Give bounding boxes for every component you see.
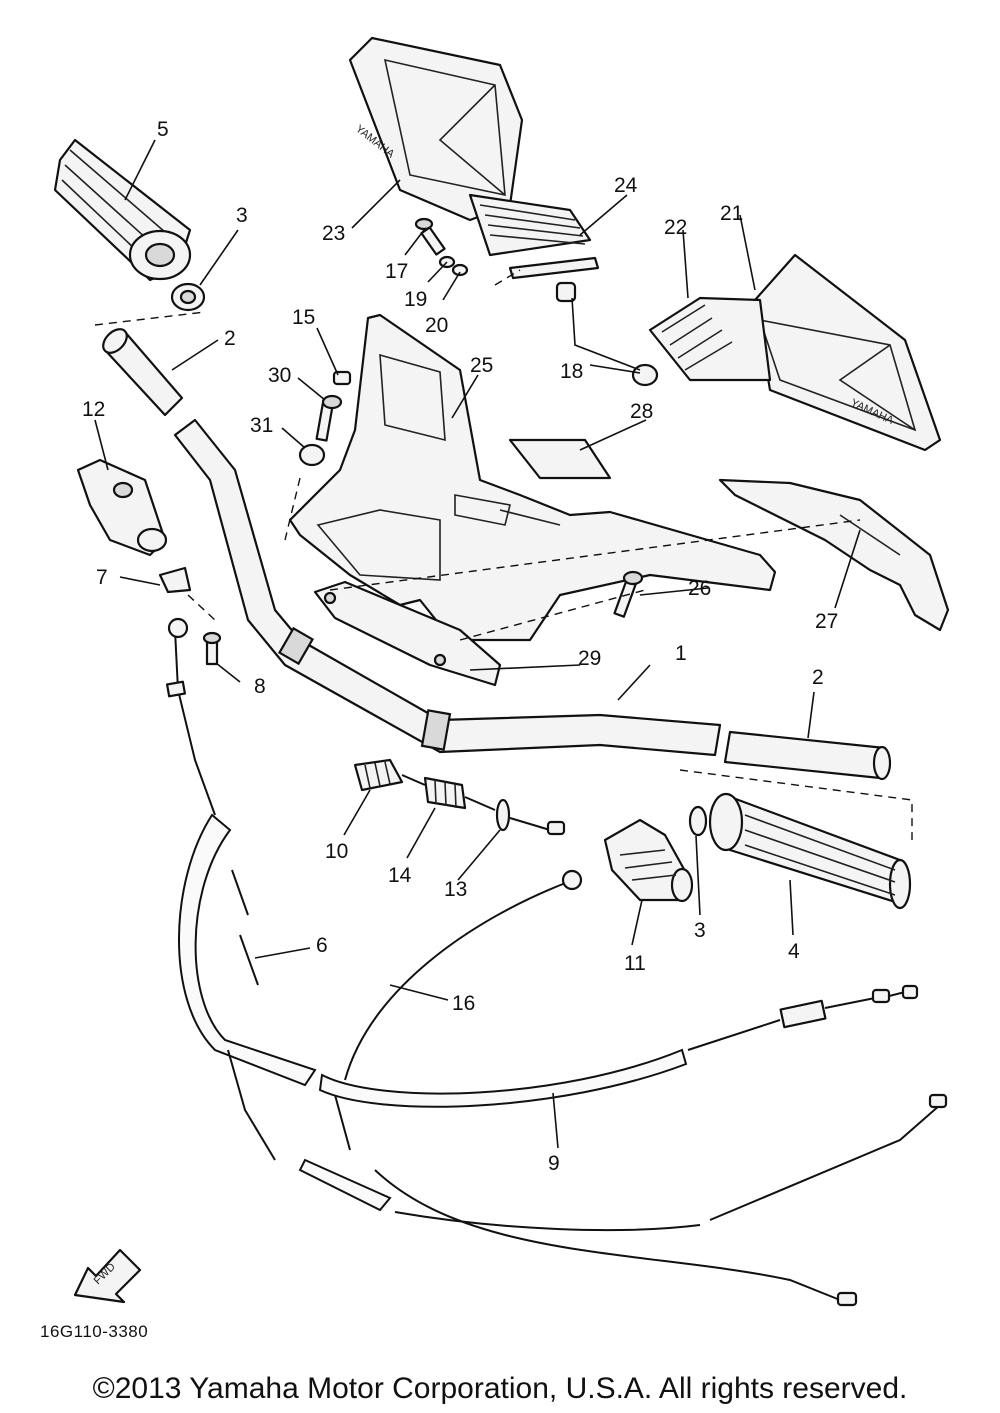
mirror-boot-part-22 bbox=[648, 296, 772, 382]
screw-part-8 bbox=[202, 631, 222, 666]
callout-numbers: 5 3 2 12 7 8 1 2 3 4 11 6 10 14 13 16 9 … bbox=[82, 118, 838, 1175]
callout-24: 24 bbox=[614, 174, 638, 197]
callout-30: 30 bbox=[268, 364, 291, 387]
cable-part-16 bbox=[334, 869, 583, 1151]
callout-20: 20 bbox=[425, 314, 448, 337]
bolt-part-30 bbox=[315, 394, 343, 442]
assembly-line-1 bbox=[284, 477, 301, 541]
throttle-tube-part-2-left bbox=[102, 328, 184, 417]
callout-25: 25 bbox=[470, 354, 493, 377]
lower-cable-assembly bbox=[227, 1049, 948, 1307]
copyright-notice: ©2013 Yamaha Motor Corporation, U.S.A. A… bbox=[92, 1372, 908, 1405]
callout-8: 8 bbox=[254, 675, 266, 698]
callout-11: 11 bbox=[624, 952, 646, 975]
grip-assembly-bracket-left bbox=[94, 311, 206, 326]
handlebar-cover-part-25 bbox=[288, 313, 777, 642]
callout-2-left: 2 bbox=[224, 327, 236, 350]
assembly-line-2 bbox=[329, 519, 861, 591]
cable-clamp-part-7 bbox=[158, 566, 192, 594]
collar-part-3-right bbox=[688, 805, 708, 837]
grip-part-5 bbox=[53, 138, 192, 282]
callout-17: 17 bbox=[385, 260, 408, 283]
seal-part-24 bbox=[508, 256, 600, 280]
callout-26: 26 bbox=[688, 577, 711, 600]
adjuster-nut-part-14 bbox=[423, 776, 496, 811]
callout-3-lower: 3 bbox=[694, 919, 706, 942]
callout-19: 19 bbox=[404, 288, 427, 311]
bracket-part-29 bbox=[313, 580, 502, 687]
callout-4: 4 bbox=[788, 940, 800, 963]
callout-29: 29 bbox=[578, 647, 601, 670]
emblem-part-28 bbox=[508, 438, 612, 480]
handlebar-part-1 bbox=[173, 418, 722, 757]
callout-27: 27 bbox=[815, 610, 838, 633]
collar-hole bbox=[179, 289, 197, 305]
clamp-screw-line bbox=[187, 594, 216, 621]
bolt-part-17 bbox=[414, 217, 446, 256]
callout-7: 7 bbox=[96, 566, 108, 589]
callout-2-right: 2 bbox=[812, 666, 824, 689]
callout-3-upper: 3 bbox=[236, 204, 248, 227]
parts-diagram: YAMAHA YAMAHA bbox=[53, 36, 950, 1307]
callout-14: 14 bbox=[388, 864, 412, 887]
washer-part-20 bbox=[451, 263, 469, 277]
grip-part-4 bbox=[708, 792, 912, 910]
assembly-line-3 bbox=[459, 589, 646, 641]
forward-direction-arrow: FWD bbox=[73, 1248, 142, 1304]
grommet-part-31 bbox=[298, 443, 326, 467]
callout-9: 9 bbox=[548, 1152, 560, 1175]
assembly-line-4 bbox=[494, 269, 521, 286]
callout-13: 13 bbox=[444, 878, 467, 901]
callout-5: 5 bbox=[157, 118, 169, 141]
callout-16: 16 bbox=[452, 992, 475, 1015]
nut-part-18-upper bbox=[555, 281, 577, 303]
bolt-part-26 bbox=[613, 570, 644, 618]
cable-part-9 bbox=[318, 984, 919, 1108]
throttle-housing-part-11 bbox=[603, 818, 694, 903]
callout-21: 21 bbox=[720, 202, 743, 225]
callout-22: 22 bbox=[664, 216, 687, 239]
callout-10: 10 bbox=[325, 840, 348, 863]
throttle-cable-part-6 bbox=[165, 617, 317, 1087]
left-mirror-part-23: YAMAHA bbox=[348, 36, 592, 257]
callout-28: 28 bbox=[630, 400, 653, 423]
cable-adjuster-part-10 bbox=[353, 758, 426, 792]
locknut-part-13 bbox=[495, 798, 566, 836]
callout-31: 31 bbox=[250, 414, 273, 437]
callout-18: 18 bbox=[560, 360, 583, 383]
right-mirror-part-21: YAMAHA bbox=[753, 253, 942, 452]
callout-15: 15 bbox=[292, 306, 315, 329]
callout-1: 1 bbox=[675, 642, 687, 665]
callout-12: 12 bbox=[82, 398, 105, 421]
grip-assembly-bracket-right bbox=[679, 769, 913, 840]
callout-23: 23 bbox=[322, 222, 345, 245]
diagram-part-code: 16G110-3380 bbox=[40, 1322, 149, 1341]
switch-housing-part-12 bbox=[76, 458, 168, 557]
leader-lines bbox=[94, 139, 861, 1149]
nut-part-15 bbox=[332, 370, 352, 386]
callout-6: 6 bbox=[316, 934, 328, 957]
throttle-tube-part-2-right bbox=[723, 730, 892, 781]
